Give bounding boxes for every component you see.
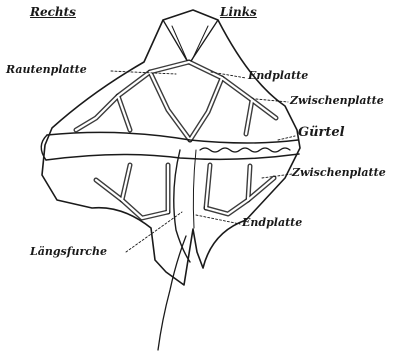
orientation-label-rechts: Rechts — [30, 6, 76, 18]
girdle-wavy-edge — [200, 148, 290, 152]
apical-horn — [163, 20, 218, 64]
label-endplatte-top: Endplatte — [248, 70, 308, 81]
outer-outline — [42, 10, 300, 285]
flagellum — [158, 236, 186, 350]
label-laengsfurche: Längsfurche — [30, 246, 107, 257]
label-rautenplatte: Rautenplatte — [6, 64, 87, 75]
girdle-upper-edge — [47, 132, 298, 143]
label-endplatte-bottom: Endplatte — [242, 217, 302, 228]
apical-suture-left — [172, 26, 187, 60]
orientation-label-links: Links — [220, 6, 257, 18]
longitudinal-furrow — [174, 150, 190, 262]
lower-plate-sutures — [96, 165, 274, 218]
apical-suture-right — [192, 26, 208, 60]
girdle-lower-edge — [46, 154, 299, 160]
label-guertel: Gürtel — [298, 126, 345, 139]
longitudinal-furrow-edge — [193, 150, 196, 228]
label-zwischenplatte-top: Zwischenplatte — [290, 95, 384, 106]
label-zwischenplatte-bottom: Zwischenplatte — [292, 167, 386, 178]
